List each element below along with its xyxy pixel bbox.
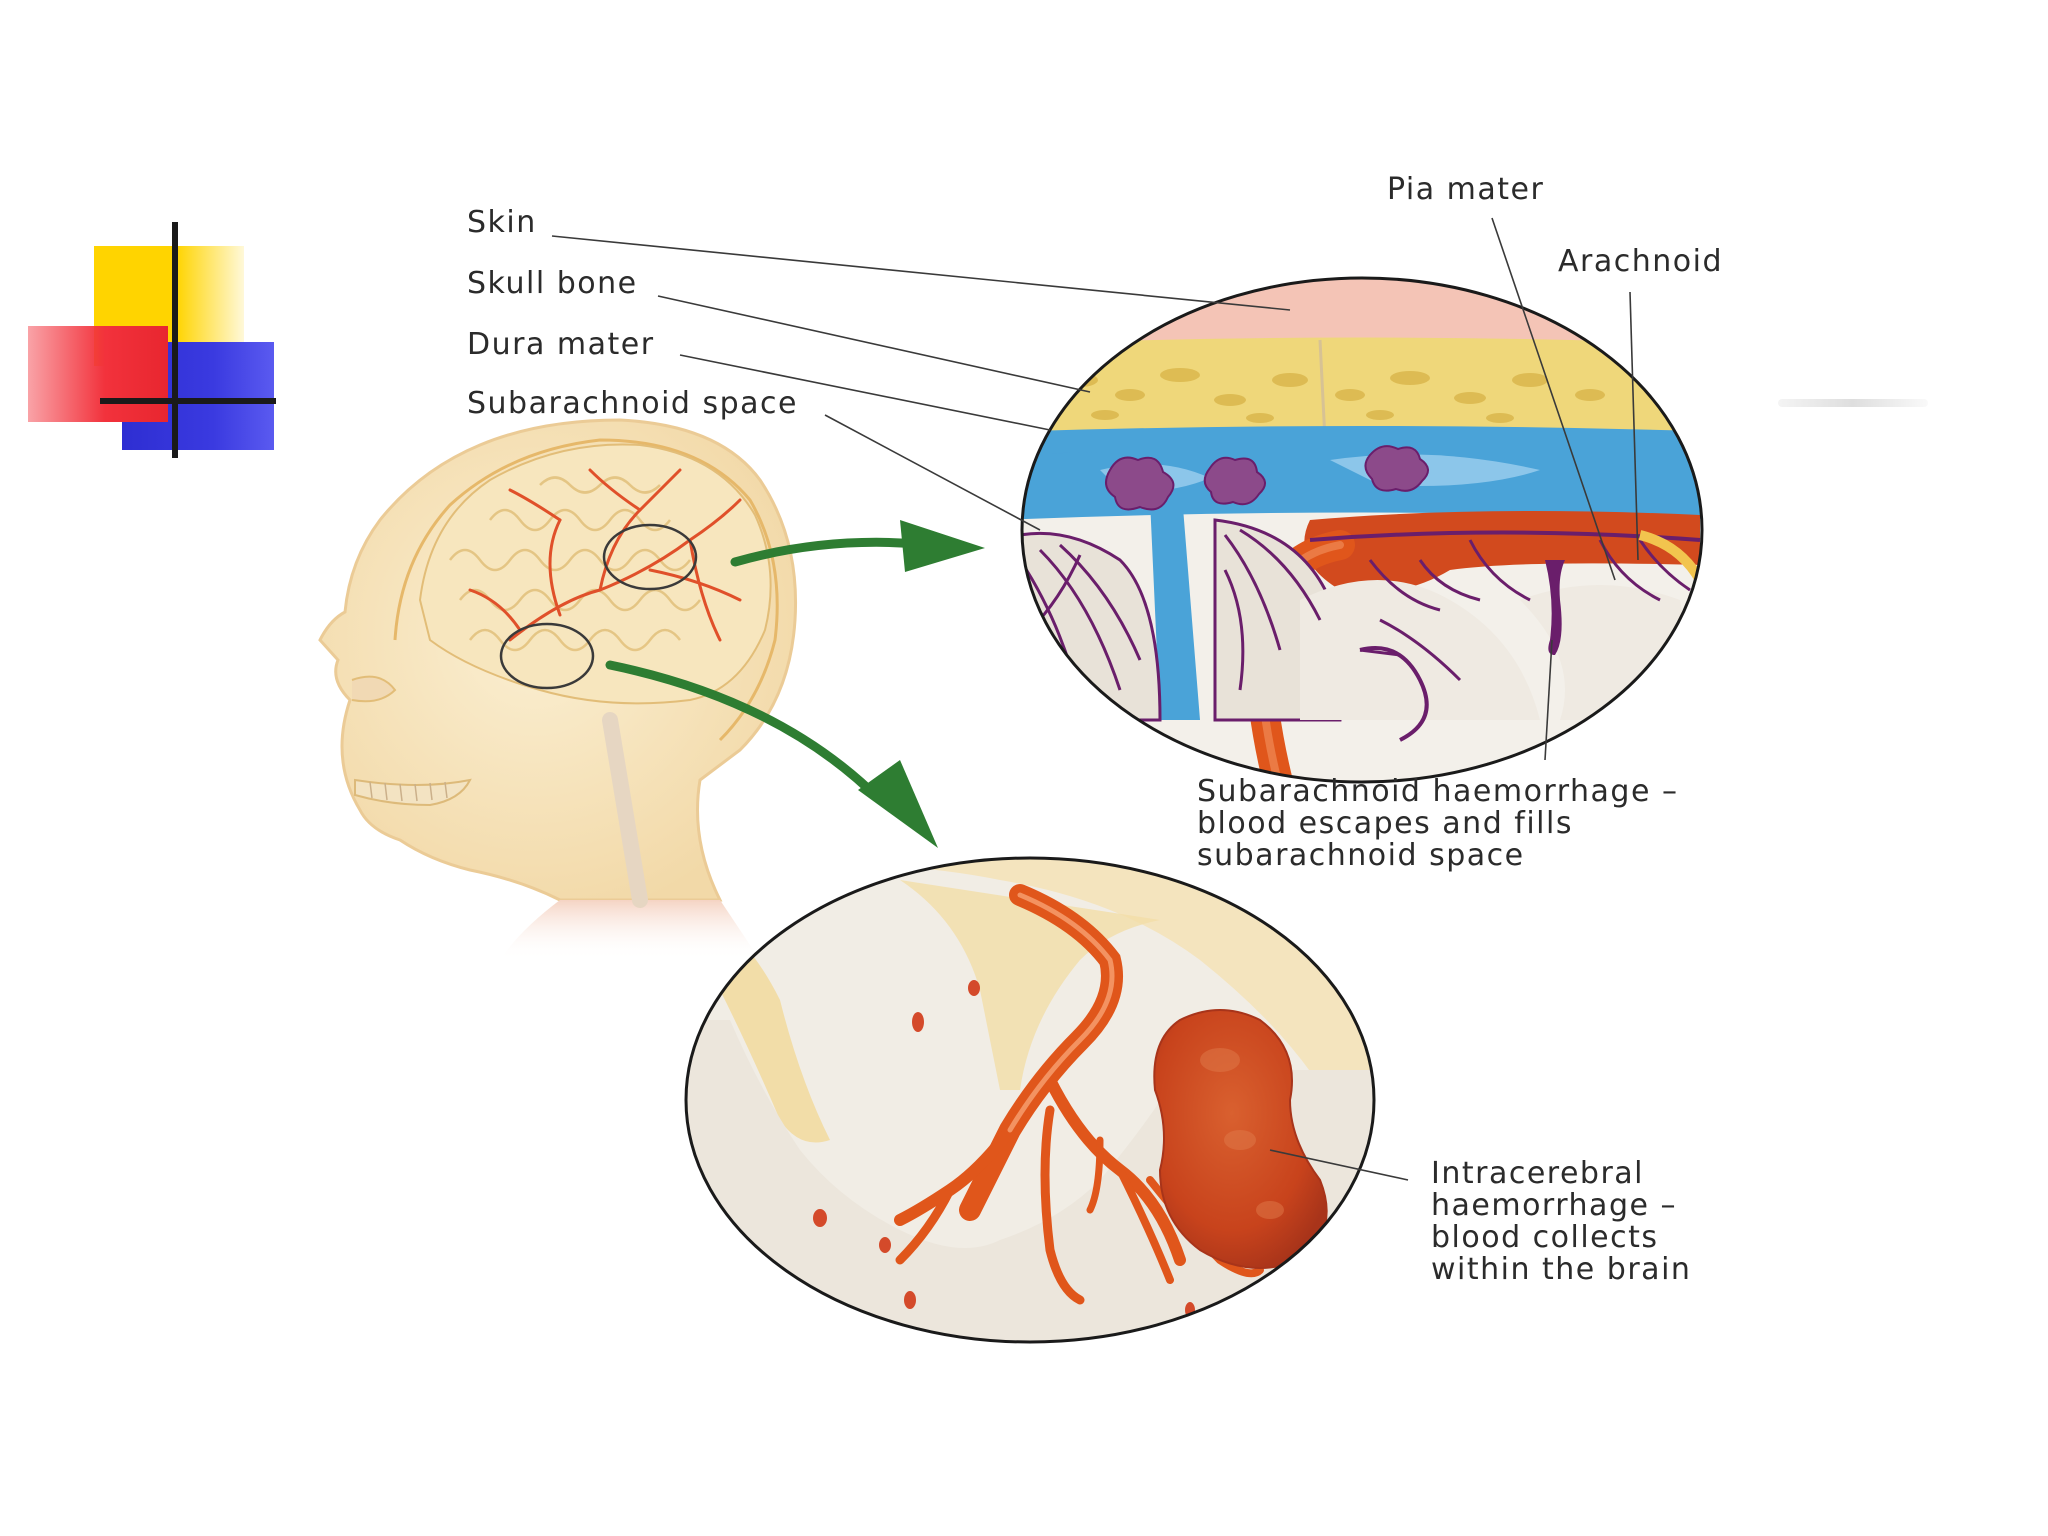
caption-line: within the brain — [1431, 1254, 1691, 1286]
label-dura-mater: Dura mater — [467, 329, 655, 361]
label-subarachnoid-space: Subarachnoid space — [467, 388, 798, 420]
label-arachnoid: Arachnoid — [1558, 246, 1723, 278]
caption-line: blood escapes and fills — [1197, 808, 1678, 840]
caption-line: Subarachnoid haemorrhage – — [1197, 776, 1678, 808]
intracerebral-detail-circle — [680, 850, 1380, 1350]
subarachnoid-detail-circle — [1000, 270, 1730, 790]
caption-line: subarachnoid space — [1197, 840, 1678, 872]
caption-line: haemorrhage – — [1431, 1190, 1691, 1222]
caption-line: Intracerebral — [1431, 1158, 1691, 1190]
caption-line: blood collects — [1431, 1222, 1691, 1254]
label-skin: Skin — [467, 207, 537, 239]
caption-intracerebral-haemorrhage: Intracerebral haemorrhage – blood collec… — [1431, 1158, 1691, 1286]
caption-subarachnoid-haemorrhage: Subarachnoid haemorrhage – blood escapes… — [1197, 776, 1678, 872]
label-pia-mater: Pia mater — [1387, 174, 1544, 206]
label-skull-bone: Skull bone — [467, 268, 638, 300]
head-illustration — [320, 420, 796, 960]
